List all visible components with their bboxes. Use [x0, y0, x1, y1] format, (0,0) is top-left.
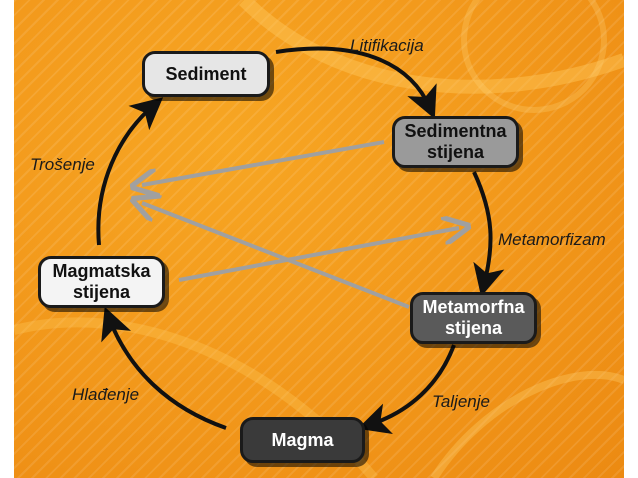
- arrow-weathering: [96, 97, 164, 246]
- arrow-lithification: [275, 46, 437, 119]
- rock-cycle-diagram: Sediment Sedimentna stijena Metamorfna s…: [14, 0, 624, 478]
- label-lithification: Litifikacija: [350, 36, 424, 55]
- node-sediment: Sediment: [142, 51, 270, 97]
- arrow-metamorphism: [472, 171, 505, 297]
- arrow-igneous-to-metamorphism: [178, 228, 459, 282]
- node-metamorphic-rock: Metamorfna stijena: [410, 292, 537, 344]
- arrow-sedimentary-to-weathering: [142, 140, 385, 185]
- label-cooling: Hlađenje: [72, 385, 140, 404]
- label-metamorphism: Metamorfizam: [498, 230, 606, 249]
- node-igneous-rock: Magmatska stijena: [38, 256, 165, 308]
- node-magma: Magma: [240, 417, 365, 463]
- node-sedimentary-rock: Sedimentna stijena: [392, 116, 519, 168]
- label-melting: Taljenje: [432, 392, 490, 411]
- label-weathering: Trošenje: [30, 155, 95, 174]
- arrow-metamorphic-to-weathering: [142, 203, 410, 309]
- arrow-cooling: [101, 306, 227, 430]
- arrows-layer: [96, 46, 505, 435]
- arrow-melting: [357, 344, 456, 435]
